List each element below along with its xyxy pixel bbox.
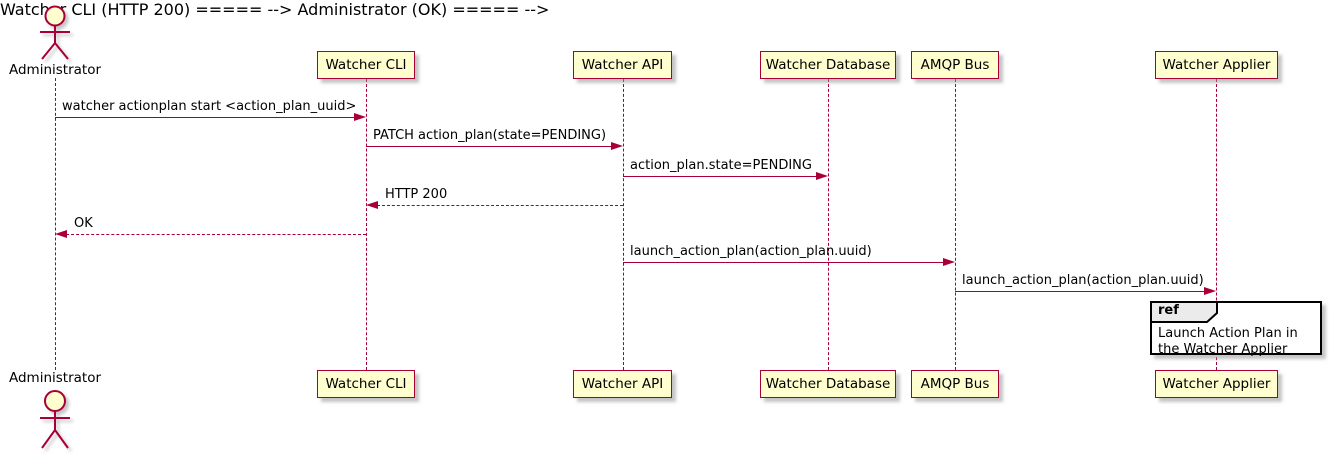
participant-watcher-database-top: Watcher Database [760, 51, 896, 79]
participant-label: AMQP Bus [920, 376, 990, 392]
participant-label: Watcher API [581, 57, 664, 73]
message-label: launch_action_plan(action_plan.uuid) [962, 273, 1204, 288]
actor-icon [40, 5, 70, 60]
ref-keyword: ref [1158, 303, 1179, 318]
arrowhead-left-icon [366, 200, 378, 209]
participant-watcher-api-bottom: Watcher API [573, 370, 672, 398]
actor-label-top: Administrator [8, 62, 102, 78]
message-line [366, 146, 612, 147]
lifeline-watcher-database [828, 79, 829, 370]
message-label: launch_action_plan(action_plan.uuid) [630, 244, 872, 259]
participant-label: Watcher Database [765, 57, 891, 73]
message-line [955, 291, 1205, 292]
participant-watcher-api-top: Watcher API [573, 51, 672, 79]
participant-watcher-cli-bottom: Watcher CLI [317, 370, 415, 398]
lifeline-watcher-cli [366, 79, 367, 370]
arrowhead-right-icon [611, 141, 623, 150]
participant-label: Watcher Applier [1162, 57, 1271, 73]
arrowhead-left-icon [55, 229, 67, 238]
message-line [623, 262, 944, 263]
participant-label: Watcher Applier [1162, 376, 1271, 392]
participant-watcher-applier-top: Watcher Applier [1155, 51, 1278, 79]
message-line [55, 117, 355, 118]
message-label: OK [74, 216, 93, 231]
lifeline-administrator [55, 78, 56, 370]
message-label: watcher actionplan start <action_plan_uu… [62, 99, 357, 114]
participant-amqp-bus-top: AMQP Bus [911, 51, 999, 79]
message-line [623, 176, 817, 177]
participant-watcher-database-bottom: Watcher Database [760, 370, 896, 398]
arrowhead-right-icon [1204, 286, 1216, 295]
message-label: action_plan.state=PENDING [630, 158, 812, 173]
lifeline-watcher-applier [1216, 79, 1217, 370]
arrowhead-right-icon [943, 257, 955, 266]
ref-tab-shape-icon [1150, 301, 1218, 323]
lifeline-watcher-api [623, 79, 624, 370]
message-label: PATCH action_plan(state=PENDING) [373, 128, 607, 143]
arrowhead-right-icon [816, 171, 828, 180]
ref-fragment: ref Launch Action Plan in the Watcher Ap… [1150, 301, 1322, 357]
actor-label-bottom: Administrator [8, 370, 102, 386]
participant-label: Watcher Database [765, 376, 891, 392]
participant-watcher-cli-top: Watcher CLI [317, 51, 415, 79]
lifeline-amqp-bus [955, 79, 956, 370]
ref-fragment-text: Launch Action Plan in the Watcher Applie… [1158, 326, 1298, 357]
arrowhead-right-icon [354, 112, 366, 121]
participant-label: Watcher API [581, 376, 664, 392]
participant-label: AMQP Bus [920, 57, 990, 73]
message-label: HTTP 200 [385, 187, 448, 202]
message-line [377, 205, 623, 206]
message-line [66, 234, 366, 235]
participant-watcher-applier-bottom: Watcher Applier [1155, 370, 1278, 398]
participant-label: Watcher CLI [325, 376, 407, 392]
actor-icon-bottom [40, 390, 70, 449]
participant-label: Watcher CLI [325, 57, 407, 73]
participant-amqp-bus-bottom: AMQP Bus [911, 370, 999, 398]
ref-fragment-header: ref [1150, 301, 1218, 323]
